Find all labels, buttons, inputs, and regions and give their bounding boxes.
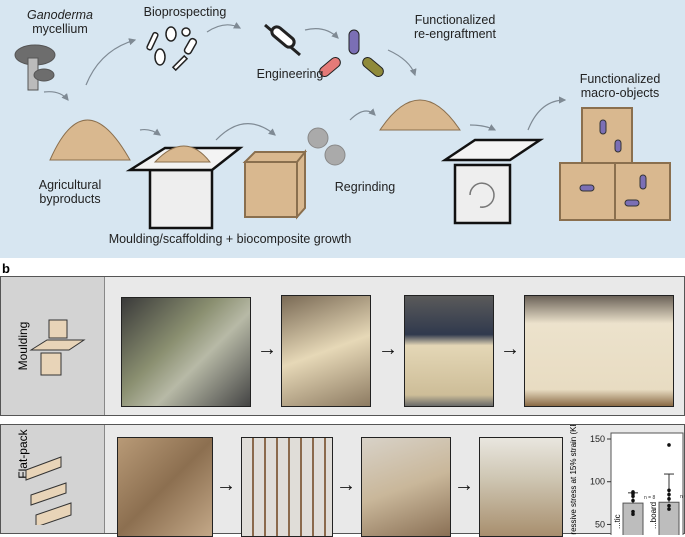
photo-cardboard-grid [241,437,333,537]
microbes-icon [146,26,198,72]
bacteria-icons [319,29,384,77]
label-bioprospecting: Bioprospecting [143,5,227,19]
panel-a-schematic: Ganoderma mycellium Bioprospecting Engin… [0,0,685,258]
data-point [631,512,635,516]
data-point [631,491,635,496]
cardboard-scaffold-icon [25,456,72,525]
label-byproducts: byproducts [39,192,101,206]
y-tick-label: 100 [590,477,605,487]
panel-b-label: b [2,261,10,276]
arrow-icon: → [336,474,356,496]
functionalized-blocks-icon [559,107,671,221]
data-point [631,494,635,499]
label-reengraftment-1: Functionalized [414,13,496,27]
row-flat-pack: Flat-pack → → → Compressive stress at 15… [0,424,685,537]
n-annotation: n = 8 [680,494,685,500]
x-category-label: ...tic [613,514,622,529]
schematic-illustration [14,22,671,230]
label-macro-1: Functionalized [579,72,661,86]
data-point [667,497,671,501]
label-agricultural: Agricultural [38,178,102,192]
data-point [667,492,671,497]
data-point [631,498,635,503]
arrow-icon: → [500,338,520,360]
flow-arrows [43,22,567,141]
y-tick-label: 50 [595,519,605,529]
row-moulding: Moulding → → → [0,276,685,416]
mould-box-rotation-icon [440,138,545,225]
arrow-icon: → [378,338,398,360]
label-macro-2: macro-objects [580,86,660,100]
row-label: Moulding [16,321,30,371]
arrow-icon: → [216,474,236,496]
label-ganoderma: Ganoderma [26,8,93,22]
mould-box-icon [29,319,86,376]
photo-moulded-block [281,295,371,407]
photo-flat-pack-blocks [479,437,563,537]
mould-box-icon [125,145,244,230]
photo-hands-mixing [121,297,251,407]
block-icon [242,149,308,220]
x-category-label: ...board [649,502,658,529]
grinder-icon [307,127,346,166]
arrow-icon: → [454,474,474,496]
label-regrinding: Regrinding [334,180,396,194]
photo-block-pallet [524,295,674,407]
n-annotation: n = 8 [644,495,655,501]
arrow-icon: → [257,338,277,360]
label-moulding-growth: Moulding/scaffolding + biocomposite grow… [108,232,352,246]
data-point [667,443,671,447]
y-axis-label: Compressive stress at 15% strain (KPa) [569,425,578,535]
data-point [631,509,635,514]
data-point [667,503,671,508]
label-engineering: Engineering [256,67,324,81]
y-tick-label: 150 [590,434,605,444]
data-point [667,507,671,511]
data-point [667,488,671,493]
mushroom-icon [14,44,56,91]
haystack-icon [49,49,461,161]
bar [622,502,644,535]
photo-cardboard-pieces [117,437,213,537]
label-mycellium: mycellium [32,22,88,36]
compressive-stress-chart: Compressive stress at 15% strain (KPa) 50… [569,425,685,535]
wrench-icon [264,23,301,57]
photo-inserting-cardboard [361,437,451,537]
photo-standing-on-blocks [404,295,494,407]
label-reengraftment-2: re-engraftment [414,27,496,41]
